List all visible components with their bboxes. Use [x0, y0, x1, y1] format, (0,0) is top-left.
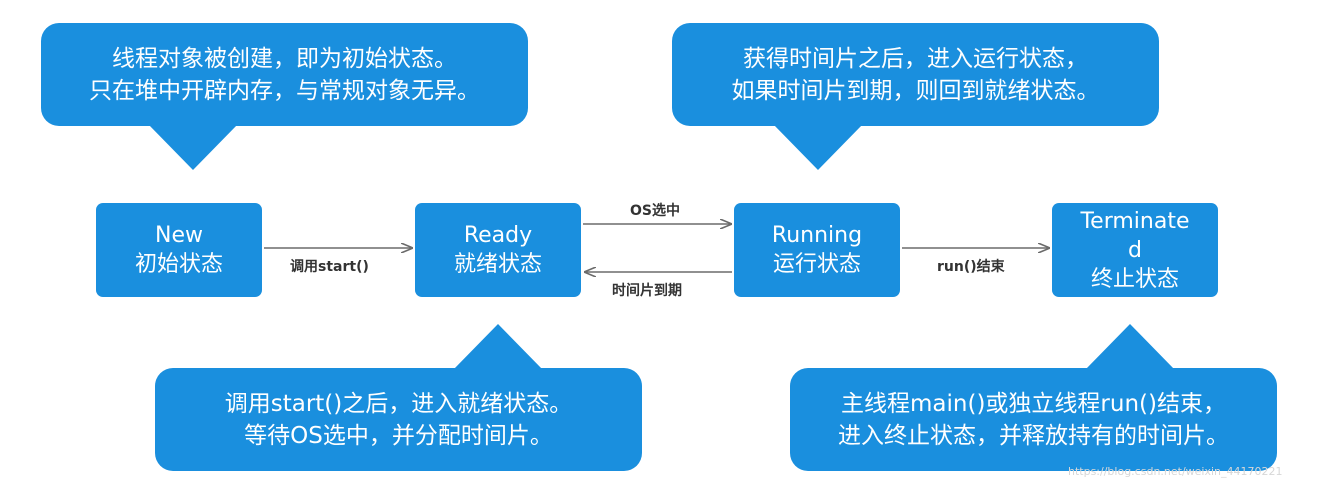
- label-new-to-ready: 调用start(): [290, 259, 369, 275]
- callout-running-line2: 如果时间片到期，则回到就绪状态。: [731, 77, 1100, 104]
- state-ready-cn: 就绪状态: [453, 252, 542, 277]
- callout-terminated-line2: 进入终止状态，并释放持有的时间片。: [838, 422, 1229, 449]
- callout-running-description: 获得时间片之后，进入运行状态， 如果时间片到期，则回到就绪状态。: [672, 23, 1159, 126]
- callout-new-description: 线程对象被创建，即为初始状态。 只在堆中开辟内存，与常规对象无异。: [41, 23, 528, 126]
- callout-new-line2: 只在堆中开辟内存，与常规对象无异。: [89, 77, 480, 104]
- callout-terminated-pointer: [1085, 324, 1175, 370]
- state-terminated-name-line1: Terminate: [1080, 208, 1190, 234]
- state-running-cn: 运行状态: [772, 252, 861, 277]
- label-running-to-terminated: run()结束: [937, 259, 1005, 275]
- state-ready-name: Ready: [463, 223, 533, 248]
- callout-ready-line1: 调用start()之后，进入就绪状态。: [224, 390, 573, 417]
- state-new-cn: 初始状态: [134, 252, 223, 277]
- callout-ready-pointer: [453, 324, 543, 370]
- label-running-to-ready: 时间片到期: [612, 283, 682, 299]
- state-running-name: Running: [771, 223, 863, 248]
- callout-new-pointer: [148, 124, 238, 170]
- callout-terminated-line1: 主线程main()或独立线程run()结束，: [841, 390, 1226, 417]
- callout-new-line1: 线程对象被创建，即为初始状态。: [112, 45, 457, 72]
- callout-ready-line2: 等待OS选中，并分配时间片。: [244, 422, 553, 449]
- callout-running-line1: 获得时间片之后，进入运行状态，: [743, 45, 1088, 72]
- state-ready: Ready 就绪状态: [415, 203, 581, 297]
- state-terminated: Terminate d 终止状态: [1052, 203, 1218, 297]
- callout-ready-description: 调用start()之后，进入就绪状态。 等待OS选中，并分配时间片。: [155, 368, 642, 471]
- label-ready-to-running: OS选中: [630, 203, 680, 219]
- watermark: https://blog.csdn.net/weixin_44170221: [1068, 465, 1283, 478]
- state-new-name: New: [155, 223, 203, 248]
- state-terminated-name-line2: d: [1128, 237, 1142, 263]
- callout-running-pointer: [773, 124, 863, 170]
- callout-terminated-description: 主线程main()或独立线程run()结束， 进入终止状态，并释放持有的时间片。: [790, 368, 1277, 471]
- state-running: Running 运行状态: [734, 203, 900, 297]
- state-terminated-cn: 终止状态: [1090, 266, 1179, 292]
- state-new: New 初始状态: [96, 203, 262, 297]
